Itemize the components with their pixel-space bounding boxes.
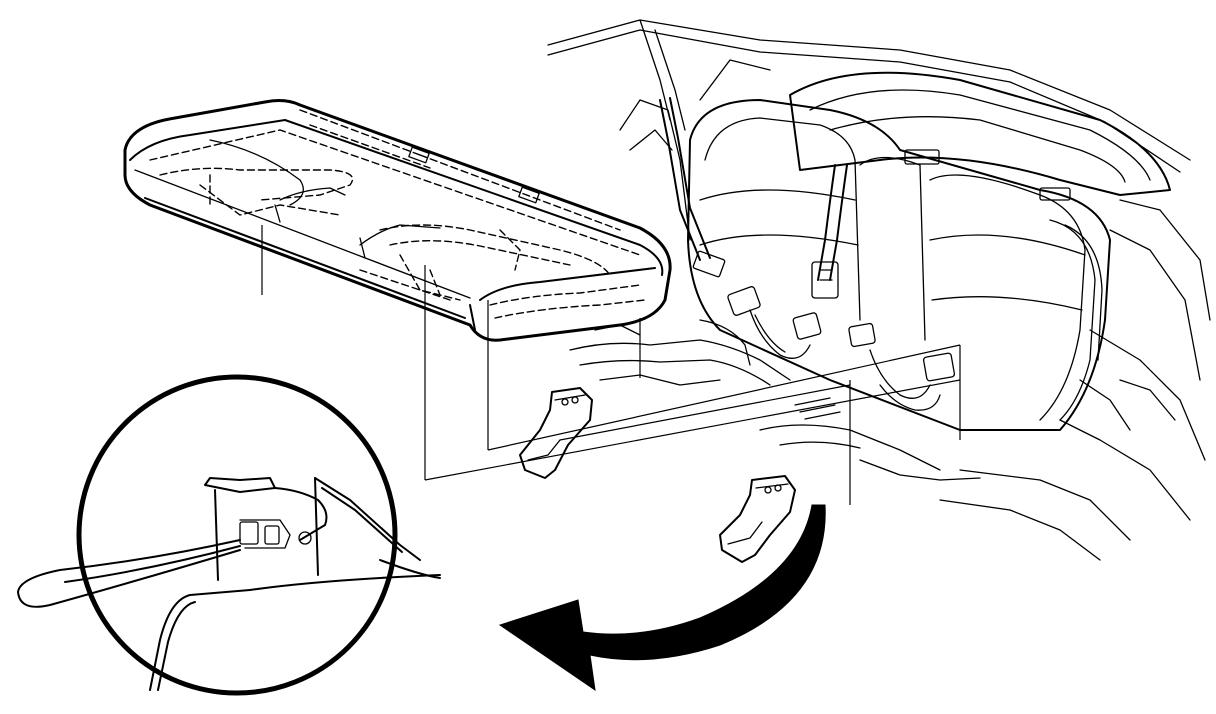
retainer-clip-detail (17, 374, 441, 696)
rear-shelf (789, 71, 1171, 201)
rotation-arrow (498, 504, 826, 692)
seat-belt-assemblies (659, 97, 956, 411)
leader-lines (261, 225, 961, 505)
cushion-tag-left (408, 146, 430, 164)
rear-seat-cushion (123, 99, 672, 342)
buckle-center (792, 312, 822, 340)
shelf-clip-left (904, 149, 940, 165)
seat-back (687, 99, 1111, 431)
shelf-clip-right (1039, 187, 1071, 201)
cushion-tag-right (518, 186, 540, 204)
cushion-retainer-left (519, 387, 593, 479)
buckle-left (727, 286, 761, 316)
buckle-right (922, 352, 956, 382)
vehicle-body (547, 19, 1211, 561)
center-buckle (811, 261, 839, 299)
cushion-retainer-right (719, 475, 796, 563)
